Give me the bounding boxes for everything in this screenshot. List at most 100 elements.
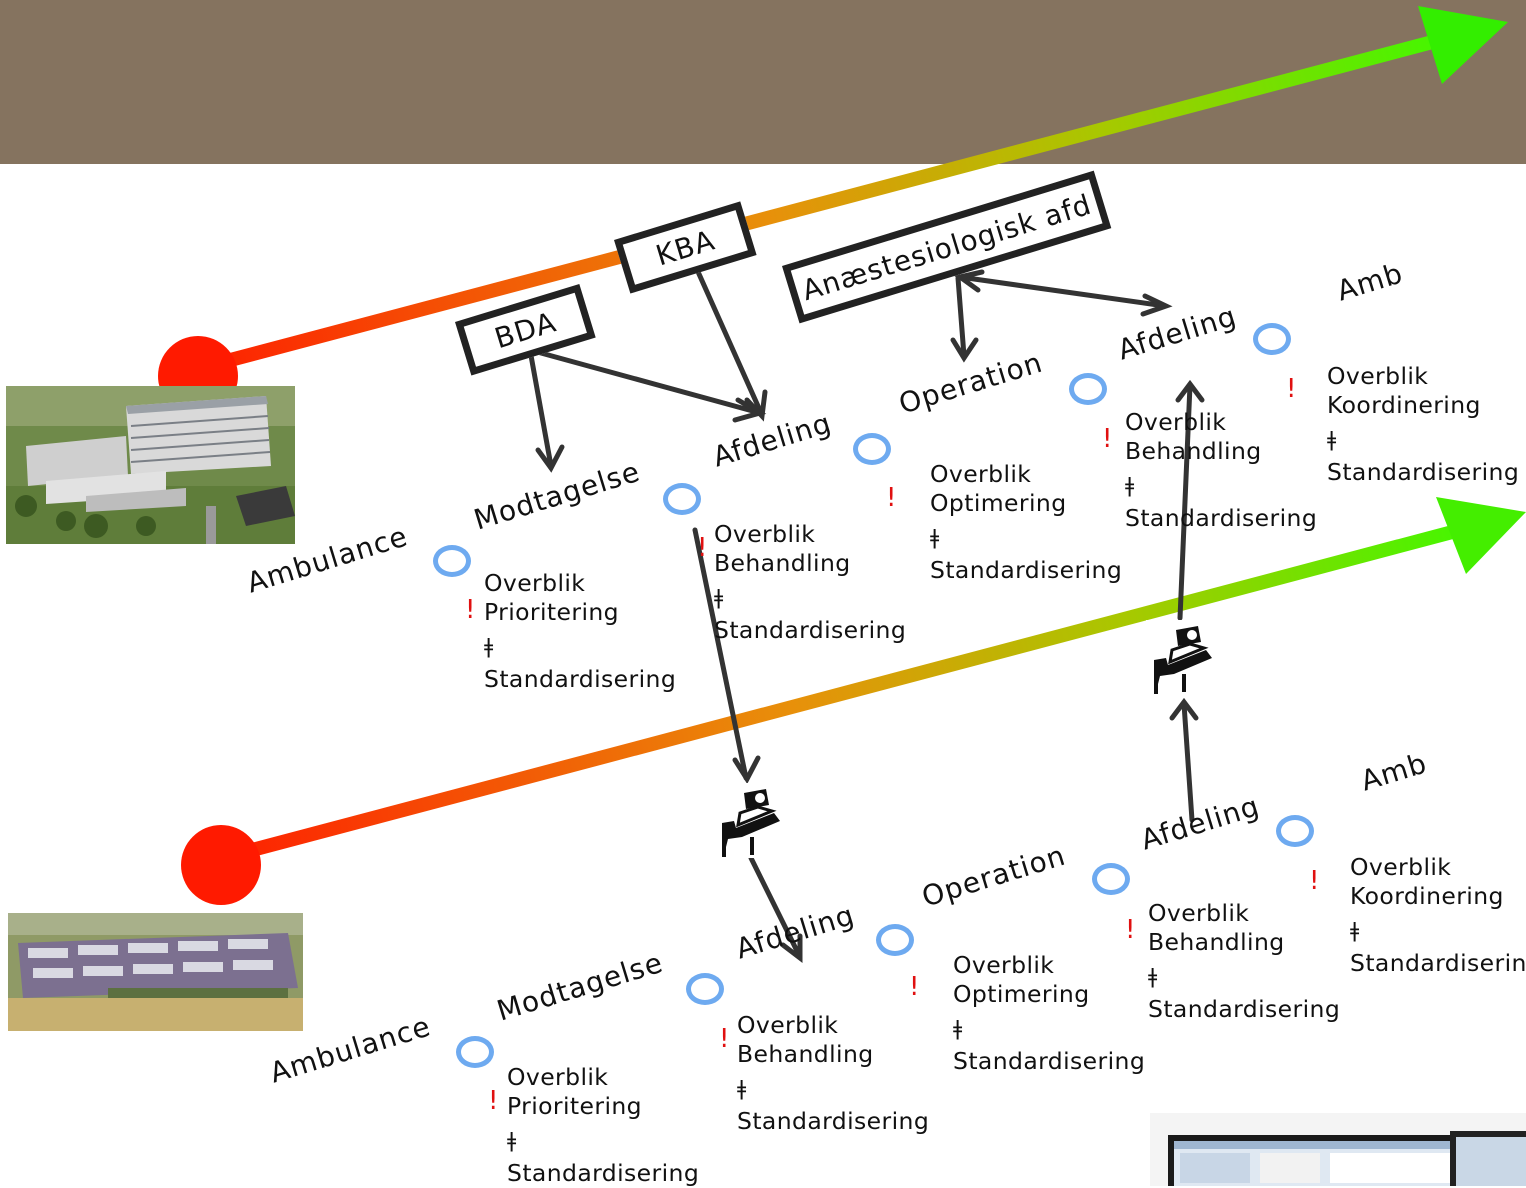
block-line-overblik: Overblik [1327, 362, 1429, 390]
bottom-block-operation: Overblik Optimering ǂ Standardisering [953, 951, 1145, 1076]
block-line-standard: Standardisering [507, 1159, 700, 1187]
block-line-standard: Standardisering [930, 556, 1123, 584]
connector-head [1169, 697, 1199, 721]
circle-node-icon [1276, 815, 1314, 847]
block-symbol: ǂ [953, 1016, 963, 1040]
connector-head [780, 933, 803, 964]
bottom-block-afdeling-2: Overblik Behandling ǂ Standardisering [1148, 899, 1340, 1024]
block-symbol: ǂ [714, 585, 724, 609]
bottom-start-dot [181, 825, 261, 905]
bed-icon [714, 783, 784, 858]
hospital-photo-icon [6, 386, 295, 544]
kba-label: KBA [651, 222, 719, 272]
connector-anaest-afdeling [957, 274, 1168, 309]
block-line-overblik: Overblik [1148, 899, 1250, 927]
top-arrow-head [1418, 6, 1508, 84]
block-line-standard: Standardisering [484, 665, 677, 693]
connector-bed2-afdeling [1177, 382, 1193, 621]
connector-bda-afdeling [527, 347, 763, 416]
circle-node-icon [876, 924, 914, 956]
top-block-modtagelse: Overblik Prioritering ǂ Standardisering [484, 569, 676, 694]
block-line-action: Behandling [1125, 437, 1262, 465]
block-line-standard: Standardisering [714, 616, 907, 644]
top-timeline-arrow [158, 6, 1508, 416]
circle-node-icon [1092, 863, 1130, 895]
connector-head [1175, 379, 1205, 403]
block-line-action: Koordinering [1327, 391, 1481, 419]
connector-head [732, 755, 761, 785]
block-symbol: ǂ [1350, 918, 1360, 942]
bottom-arrow-head [1436, 497, 1526, 574]
warning-mark: ! [719, 1024, 730, 1054]
block-line-overblik: Overblik [1350, 853, 1452, 881]
block-line-overblik: Overblik [930, 460, 1032, 488]
bda-label: BDA [490, 304, 561, 355]
connector-bed-afdeling [748, 855, 803, 960]
connector-head [950, 337, 979, 363]
circle-node-icon [686, 973, 724, 1005]
connector-head [744, 389, 768, 422]
warning-mark: ! [1286, 374, 1297, 404]
warning-mark: ! [1125, 915, 1136, 945]
block-line-overblik: Overblik [714, 520, 816, 548]
bottom-block-amb: Overblik Koordinering ǂ Standardiserin [1350, 853, 1526, 978]
block-symbol: ǂ [737, 1076, 747, 1100]
block-symbol: ǂ [1327, 427, 1337, 451]
block-line-action: Behandling [1148, 928, 1285, 956]
block-symbol: ǂ [484, 634, 494, 658]
circle-node-icon [1253, 323, 1291, 355]
connector-bda-modtagelse [527, 347, 554, 469]
block-line-overblik: Overblik [737, 1011, 839, 1039]
connector-head [954, 269, 985, 293]
warning-mark: ! [1102, 424, 1113, 454]
warning-mark: ! [909, 972, 920, 1002]
connector-afdeling-bed2 [1181, 701, 1195, 823]
block-line-action: Optimering [930, 489, 1067, 517]
block-symbol: ǂ [1125, 473, 1135, 497]
top-block-afdeling-1: Overblik Behandling ǂ Standardisering [714, 520, 906, 645]
circle-node-icon [456, 1036, 494, 1068]
warning-mark: ! [886, 483, 897, 513]
block-line-standard: Standardisering [1327, 458, 1520, 486]
block-line-standard: Standardisering [953, 1047, 1146, 1075]
top-block-operation: Overblik Optimering ǂ Standardisering [930, 460, 1122, 585]
computer-screen-icon [1150, 1113, 1526, 1186]
block-line-standard: Standardisering [1148, 995, 1341, 1023]
connector-anaest-operation [955, 275, 967, 359]
block-line-overblik: Overblik [1125, 408, 1227, 436]
warning-mark: ! [1309, 866, 1320, 896]
circle-node-icon [433, 545, 471, 577]
bottom-block-afdeling-1: Overblik Behandling ǂ Standardisering [737, 1011, 929, 1136]
connector-arrows [527, 262, 1205, 964]
connector-head [535, 444, 565, 473]
block-line-overblik: Overblik [507, 1063, 609, 1091]
block-line-action: Koordinering [1350, 882, 1504, 910]
block-line-standard: Standardiserin [1350, 949, 1526, 977]
circle-node-icon [663, 483, 701, 515]
block-line-action: Behandling [714, 549, 851, 577]
block-symbol: ǂ [1148, 964, 1158, 988]
block-line-action: Prioritering [507, 1092, 642, 1120]
block-line-overblik: Overblik [484, 569, 586, 597]
connector-head [1140, 293, 1173, 317]
circle-node-icon [1069, 373, 1107, 405]
warning-mark: ! [697, 533, 708, 563]
top-block-afdeling-2: Overblik Behandling ǂ Standardisering [1125, 408, 1317, 533]
block-symbol: ǂ [930, 525, 940, 549]
bed-icon [1146, 620, 1216, 695]
block-line-standard: Standardisering [1125, 504, 1318, 532]
warning-mark: ! [465, 595, 476, 625]
warning-mark: ! [488, 1086, 499, 1116]
block-line-action: Behandling [737, 1040, 874, 1068]
block-line-standard: Standardisering [737, 1107, 930, 1135]
block-line-action: Optimering [953, 980, 1090, 1008]
connector-afdeling-bed [692, 527, 749, 781]
block-line-action: Prioritering [484, 598, 619, 626]
top-block-amb: Overblik Koordinering ǂ Standardisering [1327, 362, 1519, 487]
bottom-block-modtagelse: Overblik Prioritering ǂ Standardisering [507, 1063, 699, 1188]
block-line-overblik: Overblik [953, 951, 1055, 979]
connector-kba-afdeling [692, 262, 765, 418]
block-symbol: ǂ [507, 1128, 517, 1152]
bottom-timeline-arrow [181, 497, 1526, 905]
